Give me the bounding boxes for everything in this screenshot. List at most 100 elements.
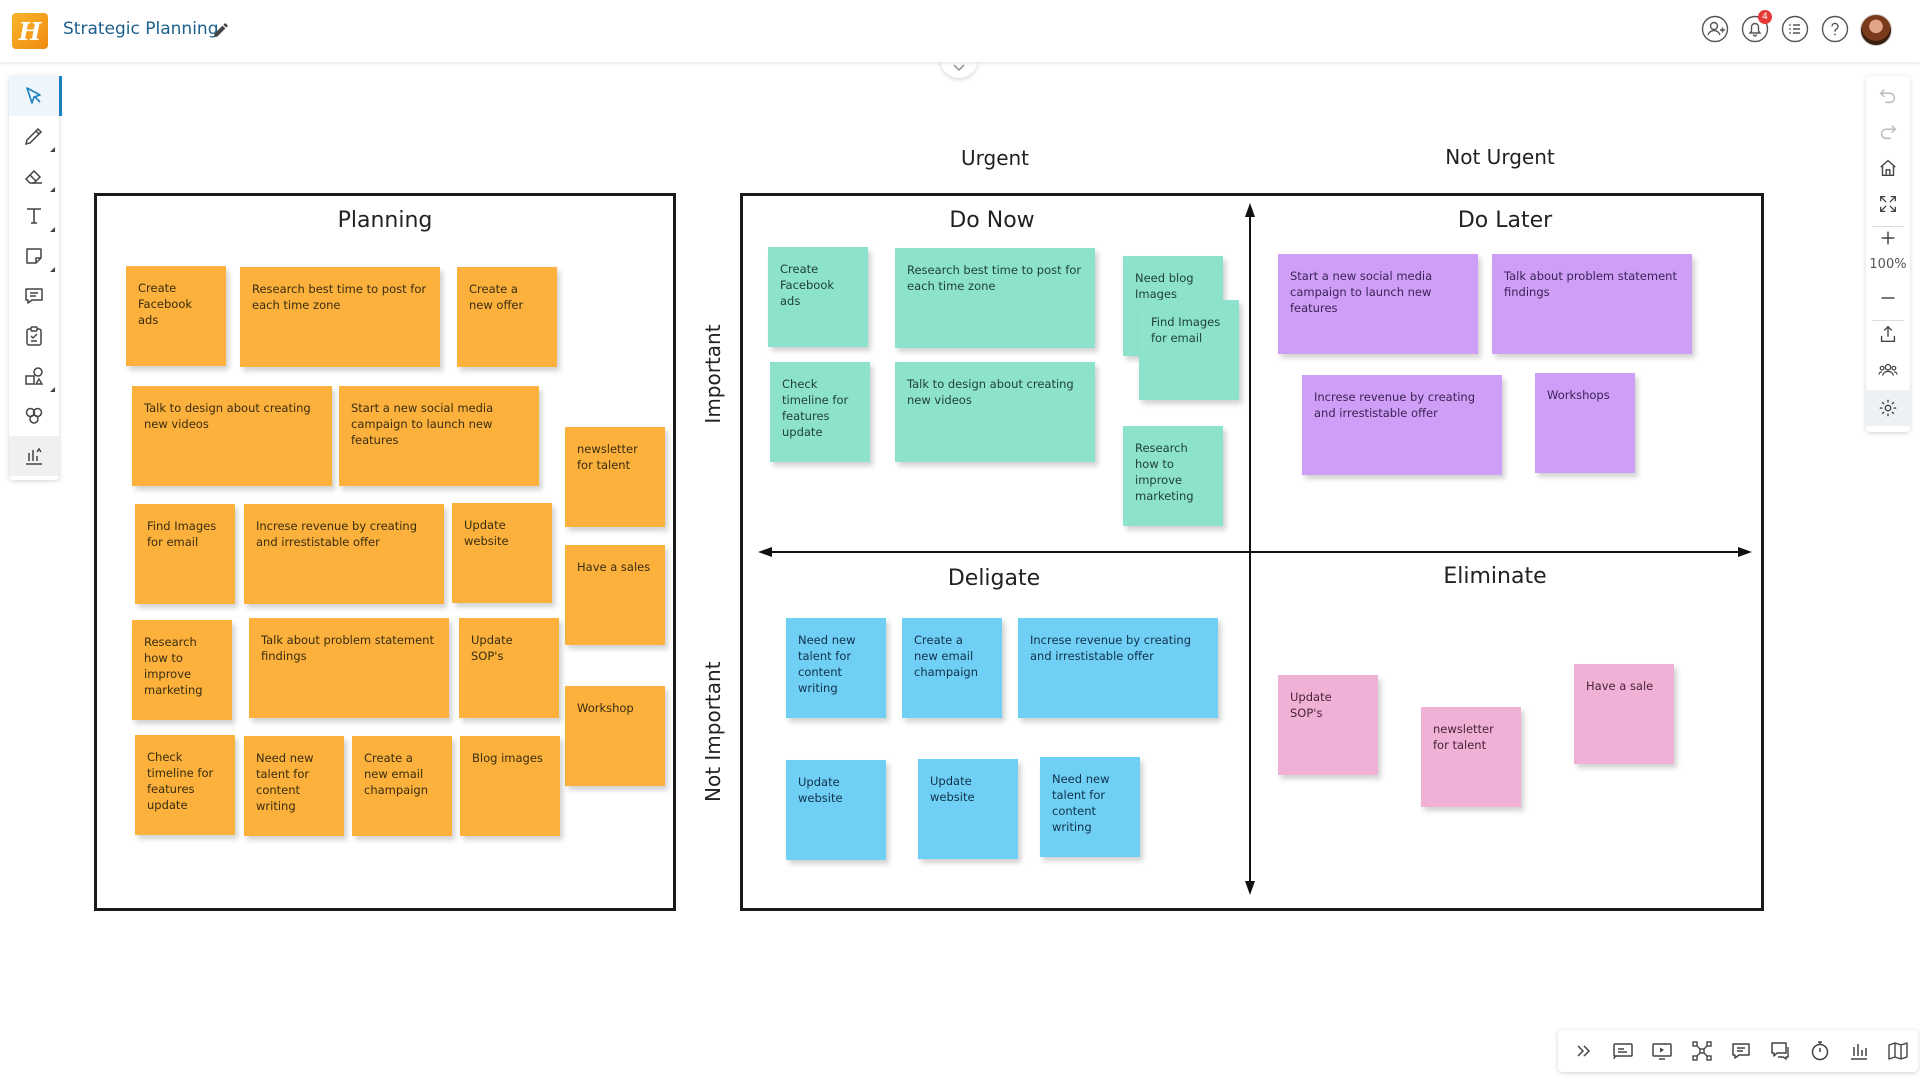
divider [1872,320,1904,321]
bottom-toolbar [1558,1030,1918,1072]
sticky-note-tool[interactable] [9,236,59,276]
map-button[interactable] [1879,1030,1918,1072]
notification-badge: 4 [1758,10,1772,24]
text-tool[interactable] [9,196,59,236]
sticky-note[interactable]: Check timeline for features update [770,362,870,462]
sticky-note[interactable]: Workshops [1535,373,1635,473]
comments-icon [1771,1042,1789,1061]
sticky-note[interactable]: Need new talent for content writing [244,736,344,836]
sticky-note[interactable]: Start a new social media campaign to lau… [1278,254,1478,354]
app-logo[interactable]: H [12,13,48,49]
screen-share-icon [1613,1043,1633,1060]
collapse-button[interactable] [1564,1030,1603,1072]
shapes-tool[interactable] [9,356,59,396]
sticky-note[interactable]: Need new talent for content writing [1040,757,1140,857]
present-icon [1652,1043,1673,1060]
eraser-tool[interactable] [9,156,59,196]
text-icon [27,208,41,224]
comments-button[interactable] [1761,1030,1800,1072]
sticky-note[interactable]: Check timeline for features update [135,735,235,835]
sticky-note[interactable]: newsletter for talent [1421,707,1521,807]
sticky-note[interactable]: Create a new offer [457,267,557,367]
sticky-note[interactable]: Research how to improve marketing [132,620,232,720]
zoom-in-button[interactable] [1866,220,1910,256]
gear-icon [1879,399,1897,417]
sticky-note[interactable]: Research how to improve marketing [1123,426,1223,526]
collapse-handle[interactable] [940,58,978,78]
left-toolbar [9,76,62,480]
settings-button[interactable] [1866,390,1910,426]
list-icon[interactable] [1780,14,1810,44]
sticky-note[interactable]: Workshop [565,686,665,786]
export-button[interactable] [1866,316,1910,352]
redo-icon [1880,125,1897,140]
sticky-note[interactable]: Increse revenue by creating and irrestis… [1302,375,1502,475]
comment-tool[interactable] [9,276,59,316]
sticky-note[interactable]: Talk to design about creating new videos [895,362,1095,462]
top-bar: H Strategic Planning 4 [0,0,1920,62]
shapes-icon [25,367,44,385]
sticky-note[interactable]: Find Images for email [1139,300,1239,400]
sticky-note[interactable]: Increse revenue by creating and irrestis… [244,504,444,604]
sticky-note[interactable]: Have a sales [565,545,665,645]
avatar[interactable] [1860,14,1892,46]
sticky-note[interactable]: Create Facebook ads [126,266,226,366]
bell-icon[interactable]: 4 [1740,10,1772,44]
fit-screen-button[interactable] [1866,186,1910,222]
collaborators-button[interactable] [1866,352,1910,388]
sticky-note[interactable]: Create a new email champaign [352,736,452,836]
chart-tool[interactable] [9,436,59,476]
mind-map-button[interactable] [1682,1030,1721,1072]
divider [1872,226,1904,227]
timer-icon [1811,1041,1828,1061]
screen-share-button[interactable] [1603,1030,1642,1072]
sticky-note[interactable]: Talk to design about creating new videos [132,386,332,486]
board-title[interactable]: Strategic Planning [63,19,219,39]
sticky-note[interactable]: Blog images [460,736,560,836]
column-header-urgent: Urgent [960,146,1030,170]
quadrant-title-eliminate: Eliminate [1443,564,1547,589]
sticky-note[interactable]: Research best time to post for each time… [240,267,440,367]
sticky-note[interactable]: Increse revenue by creating and irrestis… [1018,618,1218,718]
sticky-note[interactable]: Have a sale [1574,664,1674,764]
redo-button[interactable] [1866,114,1910,150]
timer-button[interactable] [1800,1030,1839,1072]
clipboard-tool[interactable] [9,316,59,356]
collaborators-icon [1878,363,1898,376]
select-tool[interactable] [9,76,62,116]
present-button[interactable] [1643,1030,1682,1072]
export-icon [1880,325,1896,343]
sticky-note[interactable]: Create Facebook ads [768,247,868,347]
pen-tool[interactable] [9,116,59,156]
undo-button[interactable] [1866,78,1910,114]
sticky-note[interactable]: Update website [918,759,1018,859]
mind-map-icon [1691,1041,1712,1061]
sticky-note[interactable]: Find Images for email [135,504,235,604]
sticky-note[interactable]: Start a new social media campaign to lau… [339,386,539,486]
templates-tool[interactable] [9,396,59,436]
chat-button[interactable] [1721,1030,1760,1072]
poll-icon [1850,1044,1867,1060]
zoom-out-button[interactable] [1866,280,1910,316]
clipboard-icon [26,326,42,346]
add-user-icon[interactable] [1700,14,1730,44]
sticky-note[interactable]: Update website [452,503,552,603]
chevron-down-icon [953,64,965,72]
row-header-not-important: Not Important [701,661,725,802]
sticky-note[interactable]: Create a new email champaign [902,618,1002,718]
sticky-note[interactable]: Research best time to post for each time… [895,248,1095,348]
sticky-note[interactable]: Talk about problem statement findings [1492,254,1692,354]
sticky-note[interactable]: Update website [786,760,886,860]
home-button[interactable] [1866,150,1910,186]
pencil-edit-icon[interactable] [212,21,230,39]
sticky-note[interactable]: Update SOP's [1278,675,1378,775]
chat-icon [1732,1043,1750,1059]
home-icon [1880,159,1896,177]
poll-button[interactable] [1839,1030,1878,1072]
sticky-note[interactable]: Need new talent for content writing [786,618,886,718]
help-icon[interactable] [1820,14,1850,44]
quadrant-title-do-now: Do Now [949,208,1035,233]
sticky-note[interactable]: Update SOP's [459,618,559,718]
sticky-note[interactable]: newsletter for talent [565,427,665,527]
sticky-note[interactable]: Talk about problem statement findings [249,618,449,718]
